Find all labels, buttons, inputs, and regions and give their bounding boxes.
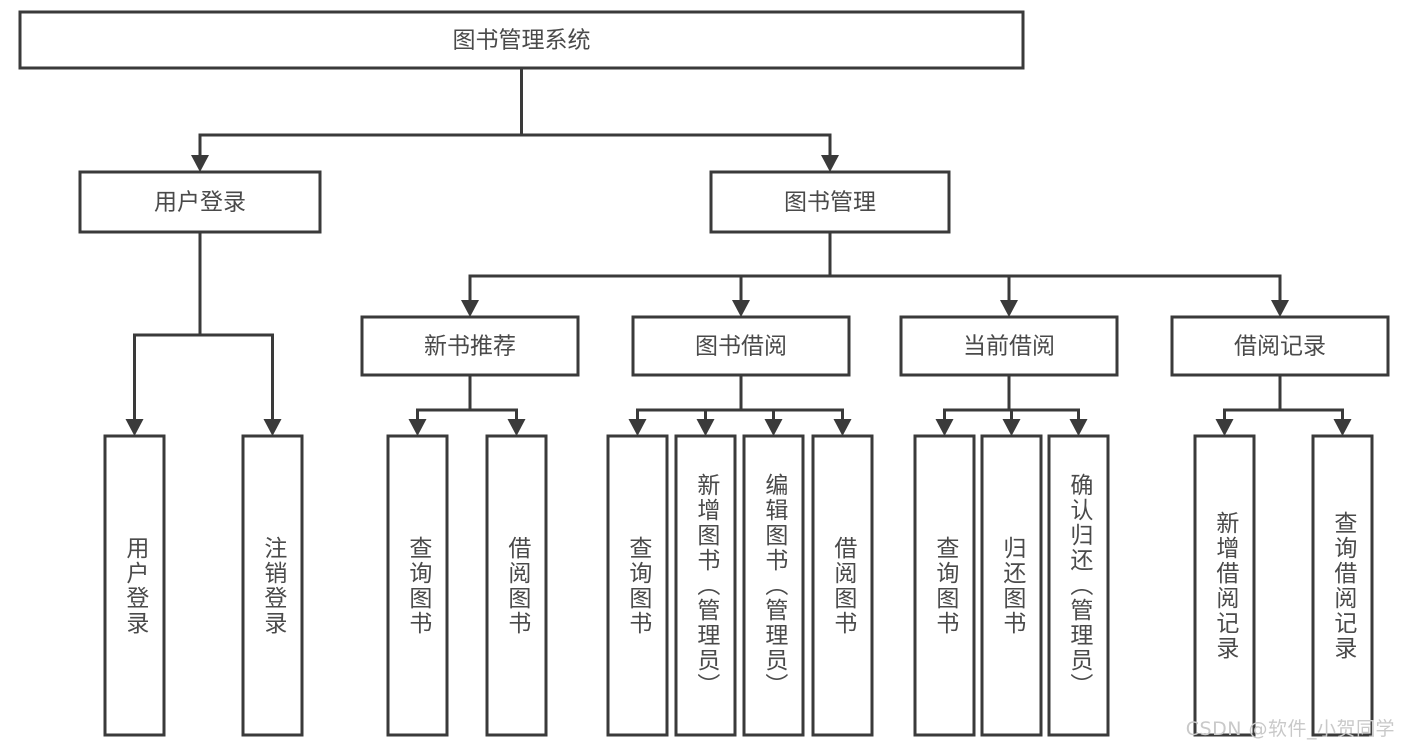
arrow-head (1271, 300, 1289, 317)
node-box-current-borrow[interactable] (899, 315, 1119, 377)
node-box-leaf-confirm-return[interactable] (1047, 434, 1110, 737)
arrow-head (1215, 419, 1234, 436)
node-box-leaf-user-login[interactable] (103, 434, 166, 737)
node-box-leaf-borrow-book-2[interactable] (811, 434, 874, 737)
node-label-book-borrow: 图书借阅 (695, 334, 787, 360)
arrow-head (821, 155, 839, 172)
arrow-head (191, 155, 209, 172)
arrow-head (1002, 419, 1021, 436)
node-label-new-book-rec: 新书推荐 (424, 334, 516, 360)
node-label-book-manage: 图书管理 (784, 190, 876, 216)
arrow-head (263, 419, 282, 436)
node-boxes (18, 10, 1390, 737)
csdn-watermark: CSDN @软件_小贺同学 (1185, 718, 1395, 740)
arrow-head (764, 419, 783, 436)
arrow-head (1000, 300, 1018, 317)
node-box-leaf-borrow-book-1[interactable] (485, 434, 548, 737)
node-label-user-login: 用户登录 (154, 190, 246, 216)
arrow-head (628, 419, 647, 436)
node-box-leaf-add-book[interactable] (674, 434, 737, 737)
arrow-head (935, 419, 954, 436)
arrow-head (125, 419, 144, 436)
node-box-new-book-rec[interactable] (360, 315, 580, 377)
node-box-book-borrow[interactable] (631, 315, 851, 377)
arrow-head (461, 300, 479, 317)
arrow-head (833, 419, 852, 436)
node-box-leaf-add-record[interactable] (1193, 434, 1256, 737)
arrow-head (1333, 419, 1352, 436)
node-box-user-login[interactable] (78, 170, 322, 234)
node-box-root[interactable] (18, 10, 1025, 70)
node-box-leaf-query-book-3[interactable] (913, 434, 976, 737)
node-label-borrow-record: 借阅记录 (1234, 334, 1326, 360)
arrow-head (696, 419, 715, 436)
node-box-leaf-logout[interactable] (241, 434, 304, 737)
node-box-leaf-edit-book[interactable] (742, 434, 805, 737)
node-box-leaf-query-record[interactable] (1311, 434, 1374, 737)
node-box-leaf-query-book-2[interactable] (606, 434, 669, 737)
node-label-root: 图书管理系统 (453, 28, 591, 54)
node-label-current-borrow: 当前借阅 (963, 334, 1055, 360)
node-box-leaf-query-book-1[interactable] (386, 434, 449, 737)
connector-lines (125, 66, 1352, 436)
node-box-book-manage[interactable] (709, 170, 951, 234)
arrow-head (732, 300, 750, 317)
arrow-head (507, 419, 526, 436)
node-box-borrow-record[interactable] (1170, 315, 1390, 377)
arrow-head (1069, 419, 1088, 436)
arrow-head (408, 419, 427, 436)
node-box-leaf-return-book[interactable] (980, 434, 1043, 737)
